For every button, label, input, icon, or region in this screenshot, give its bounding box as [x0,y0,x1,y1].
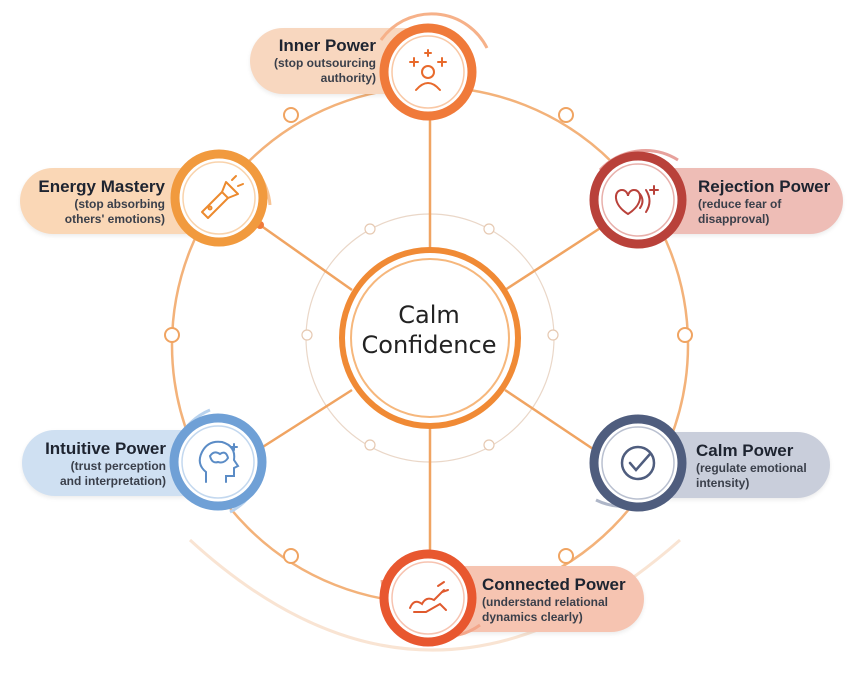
center-inner-ring [350,258,510,418]
center-title-line1: Calm [398,301,460,329]
spoke-rejection [504,223,606,292]
node-inner-title: Inner Power [278,36,376,55]
center-title-line2: Confidence [361,331,497,359]
center-outer-ring [339,247,521,429]
node-inner-sub2: authority) [320,71,376,85]
node-rejection-sub2: disapproval) [698,212,770,226]
node-energy-sub1: (stop absorbing [74,197,165,211]
inner-dot [483,223,495,235]
spoke-end-dot [254,446,262,454]
node-intuitive-title: Intuitive Power [45,439,166,458]
orbit-dot [677,327,693,343]
orbit-dot [283,107,299,123]
spoke-end-dot [256,221,264,229]
node-connected-title: Connected Power [482,575,626,594]
orbit-dot [283,548,299,564]
label-rejection-power: Rejection Power (reduce fear of disappro… [630,168,843,234]
node-connected-sub2: dynamics clearly) [482,610,583,624]
node-calm-sub2: intensity) [696,476,750,490]
node-intuitive-sub2: and interpretation) [59,474,166,488]
label-connected-power: Connected Power (understand relational d… [420,566,644,632]
inner-dot [301,329,313,341]
inner-dot [547,329,559,341]
label-calm-power: Calm Power (regulate emotional intensity… [630,432,830,498]
spoke-intuitive [257,388,353,452]
inner-dot [364,223,376,235]
orbit-dot [558,548,574,564]
node-rejection-title: Rejection Power [698,177,831,196]
label-inner-power: Inner Power (stop outsourcing authority) [250,28,440,94]
spoke-calm [504,388,603,457]
label-intuitive-power: Intuitive Power (trust perception and in… [22,430,222,496]
orbit-dot [164,327,180,343]
node-energy-title: Energy Mastery [38,177,165,196]
inner-dot [364,439,376,451]
node-connected-sub1: (understand relational [482,595,609,609]
node-calm-sub1: (regulate emotional [696,461,807,475]
spoke-end-dot [426,111,434,119]
node-inner-sub1: (stop outsourcing [274,56,376,70]
node-energy-sub2: others' emotions) [64,212,165,226]
node-rejection-sub1: (reduce fear of [698,197,782,211]
inner-dot [483,439,495,451]
orbit-dot [558,107,574,123]
center-title: Calm Confidence [339,300,519,360]
spoke-energy [259,223,353,292]
spoke-end-dot [601,221,609,229]
node-calm-title: Calm Power [696,441,794,460]
label-energy-mastery: Energy Mastery (stop absorbing others' e… [20,168,225,234]
node-intuitive-sub1: (trust perception [70,459,166,473]
